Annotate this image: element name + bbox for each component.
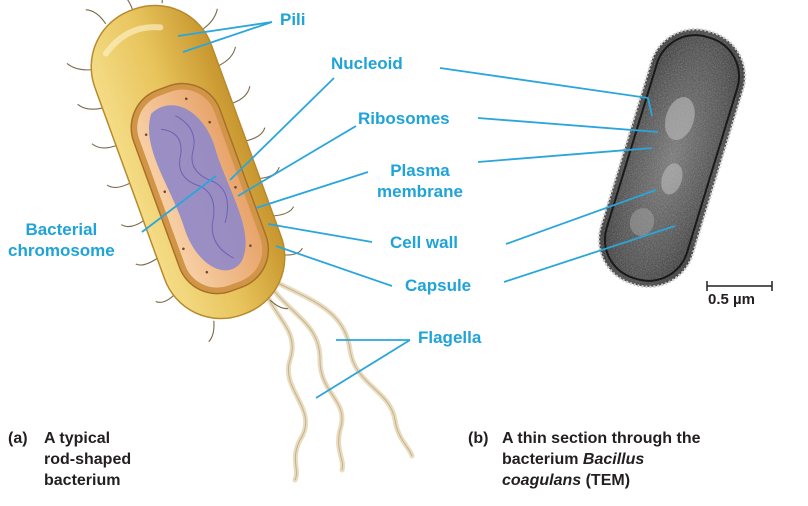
label-plasma-line1: Plasma [390, 161, 450, 180]
caption-b-tag: (b) [468, 430, 489, 447]
label-chromosome-line2: chromosome [8, 241, 115, 260]
caption-a-tag: (a) [8, 430, 28, 447]
caption-b-genus: Bacillus [582, 451, 645, 468]
tem-micrograph [587, 17, 757, 299]
caption-a-line: bacterium [44, 472, 121, 489]
label-flagella: Flagella [418, 328, 482, 347]
label-plasma-membrane: Plasma membrane [377, 160, 463, 202]
label-chromosome-line1: Bacterial [25, 220, 98, 239]
label-capsule: Capsule [405, 276, 472, 295]
scale-bar-label: 0.5 µm [708, 291, 755, 308]
caption-b-line1: A thin section through the [502, 430, 701, 447]
caption-b: (b) A thin section through the bacterium… [468, 428, 804, 500]
label-ribosomes: Ribosomes [358, 109, 450, 128]
caption-b-species: coagulans [502, 472, 582, 489]
caption-a: (a) A typical rod-shaped bacterium [8, 428, 228, 500]
leader-lines [141, 21, 676, 399]
caption-b-line2-pre: bacterium [502, 451, 583, 468]
caption-a-line: A typical [44, 430, 111, 447]
flagella-shape [259, 279, 415, 483]
label-nucleoid: Nucleoid [331, 54, 403, 73]
label-pili: Pili [280, 10, 306, 29]
label-bacterial-chromosome: Bacterial chromosome [8, 219, 115, 261]
scale-bar [706, 281, 773, 291]
label-plasma-line2: membrane [377, 182, 463, 201]
caption-b-line3-post: (TEM) [581, 472, 631, 489]
caption-a-line: rod-shaped [44, 451, 132, 468]
label-cell-wall: Cell wall [390, 233, 459, 252]
